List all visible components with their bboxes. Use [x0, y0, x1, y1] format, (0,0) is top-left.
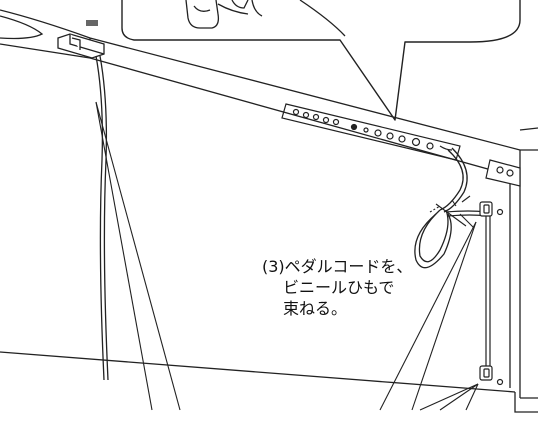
instruction-line-3: 束ねる。	[283, 299, 348, 318]
cable-clip	[57, 20, 105, 59]
plug-detail	[185, 0, 346, 37]
pointer-lines	[95, 101, 479, 411]
piano-body	[0, 9, 538, 413]
zoom-callout	[121, 0, 521, 121]
instruction-text: (3)ペダルコードを、 ビニールひもで 束ねる。	[262, 256, 502, 319]
control-panel	[281, 103, 521, 187]
cord-guides	[479, 201, 504, 386]
vinyl-tie	[429, 195, 475, 229]
power-cord	[95, 55, 109, 381]
instruction-line-1: (3)ペダルコードを、	[262, 257, 413, 276]
instruction-line-2: ビニールひもで	[283, 278, 395, 297]
